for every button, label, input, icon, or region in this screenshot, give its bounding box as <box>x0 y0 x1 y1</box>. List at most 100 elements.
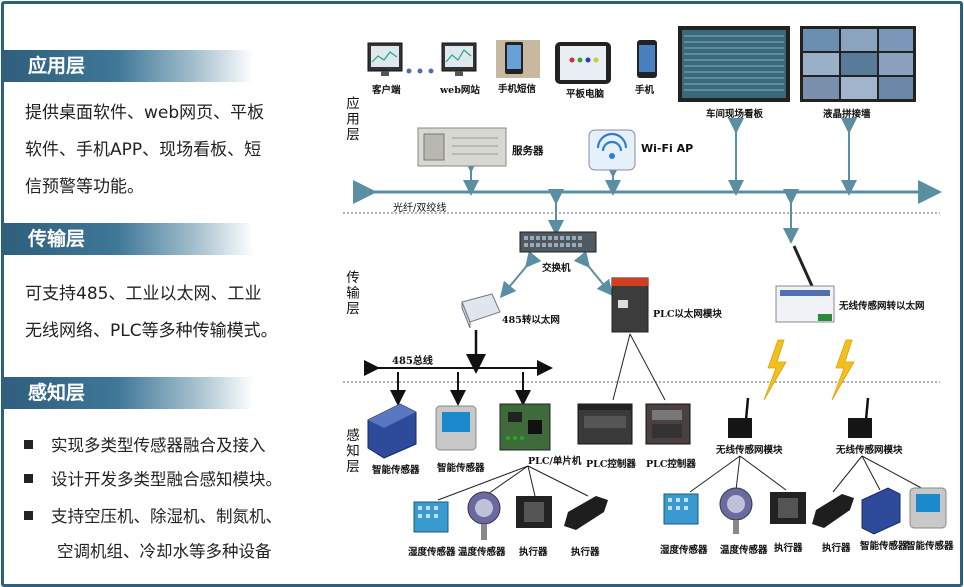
wall-label: 液晶拼接墙 <box>823 109 871 120</box>
fanout-line <box>527 465 589 497</box>
sms-label: 手机短信 <box>498 84 537 95</box>
app-layer-header: 应用层 <box>4 50 254 82</box>
smart-sensor-label: 智能传感器 <box>372 465 420 476</box>
actuator-label: 执行器 <box>519 547 548 558</box>
fanout-line <box>484 465 529 497</box>
sense-layer-header: 感知层 <box>4 377 254 409</box>
r485-converter-icon <box>461 293 501 329</box>
client-label: 客户端 <box>372 85 401 96</box>
app-desc-line: 信预警等功能。 <box>25 177 144 197</box>
humidity-sensor-label: 湿度传感器 <box>408 547 456 558</box>
humidity-sensor-icon <box>663 493 699 525</box>
trans-desc-line: 可支持485、工业以太网、工业 <box>25 284 262 304</box>
smart-sensor-label: 智能传感器 <box>906 541 954 552</box>
app-layer-description: 提供桌面软件、web网页、平板 软件、手机APP、现场看板、短 信预警等功能。 <box>25 95 330 206</box>
temperature-sensor-label: 温度传感器 <box>720 545 768 556</box>
layer-label-text: 传输层 <box>343 270 359 317</box>
app-desc-line: 软件、手机APP、现场看板、短 <box>25 140 262 160</box>
actuator-icon <box>770 492 806 524</box>
actuator-icon <box>564 496 608 530</box>
board-label: 车间现场看板 <box>706 109 764 120</box>
fanout-line <box>689 455 741 493</box>
sense-bullet-text: 支持空压机、除湿机、制氮机、 <box>51 507 282 526</box>
web-label: web网站 <box>440 85 480 96</box>
humidity-sensor-icon <box>413 501 449 533</box>
trans-layer-description: 可支持485、工业以太网、工业 无线网络、PLC等多种传输模式。 <box>25 276 330 350</box>
sense-bullet: 支持空压机、除湿机、制氮机、 <box>24 503 282 527</box>
client-monitor-icon <box>367 42 403 76</box>
actuator-icon <box>516 496 552 528</box>
plc-controller-label: PLC控制器 <box>586 459 636 470</box>
trans-layer-vertical-label: 传输层 <box>342 270 359 317</box>
sense-bullet: 实现多类型传感器融合及接入 <box>24 432 266 456</box>
r485-label: 485转以太网 <box>502 315 560 326</box>
bullet-square-icon <box>24 440 33 449</box>
plc-controller-label: PLC控制器 <box>646 459 696 470</box>
smart-sensor-icon <box>367 403 417 459</box>
actuator-label: 执行器 <box>822 543 851 554</box>
wifi-ap-icon <box>588 129 636 171</box>
wifi-label: Wi-Fi AP <box>641 142 694 155</box>
server-icon <box>417 127 507 167</box>
sense-bullet-continued: 空调机组、冷却水等多种设备 <box>57 542 272 561</box>
web-monitor-icon <box>441 42 477 76</box>
humidity-sensor-label: 湿度传感器 <box>660 545 708 556</box>
switch-to-485-link <box>499 250 542 299</box>
app-desc-line: 提供桌面软件、web网页、平板 <box>25 103 265 123</box>
plc-mcu-label: PLC/单片机 <box>528 456 582 467</box>
app-layer-vertical-label: 应用层 <box>342 96 359 143</box>
smart-sensor-icon <box>909 487 947 529</box>
wireless-signal-icon <box>763 339 787 401</box>
dot <box>417 68 423 74</box>
dot <box>428 68 434 74</box>
plc-line <box>612 333 631 401</box>
plc-module-label: PLC以太网模块 <box>653 309 722 320</box>
smart-sensor-icon <box>435 405 477 451</box>
plc-mcu-board-icon <box>499 403 551 451</box>
bus-label: 光纤/双绞线 <box>393 203 447 214</box>
fanout-line <box>735 455 741 491</box>
trans-layer-header: 传输层 <box>4 223 254 255</box>
wireless-gateway-icon <box>775 245 835 323</box>
temperature-sensor-icon <box>467 491 501 540</box>
sense-bullet-text: 实现多类型传感器融合及接入 <box>51 436 266 455</box>
trans-desc-line: 无线网络、PLC等多种传输模式。 <box>25 321 278 341</box>
smart-sensor-icon <box>861 487 901 535</box>
sms-phone-icon <box>496 40 540 78</box>
phone-label: 手机 <box>635 85 655 96</box>
server-label: 服务器 <box>512 145 544 157</box>
fanout-line <box>739 455 787 491</box>
layer-label-text: 感知层 <box>343 428 359 475</box>
plc-line <box>629 333 666 401</box>
sense-bullet: 设计开发多类型融合感知模块。 <box>24 466 282 490</box>
lcd-wall-icon <box>800 26 916 102</box>
bullet-square-icon <box>24 511 33 520</box>
temperature-sensor-icon <box>719 487 753 534</box>
layer-label-text: 应用层 <box>343 96 359 143</box>
fanout-line <box>527 465 536 497</box>
sense-bullet-text: 设计开发多类型融合感知模块。 <box>51 470 282 489</box>
wireless-module-icon <box>848 397 872 438</box>
bullet-square-icon <box>24 474 33 483</box>
fanout-line <box>437 465 529 501</box>
temperature-sensor-label: 温度传感器 <box>458 547 506 558</box>
wireless-module-icon <box>728 397 752 438</box>
workshop-board-icon <box>678 26 790 102</box>
fanout-line <box>832 455 863 493</box>
tablet-icon <box>555 42 611 84</box>
actuator-label: 执行器 <box>774 543 803 554</box>
tablet-label: 平板电脑 <box>566 89 605 100</box>
fanout-line <box>861 455 926 491</box>
actuator-icon <box>812 494 854 528</box>
bus485-label: 485总线 <box>392 356 433 367</box>
wireless-module-label: 无线传感网模块 <box>716 445 783 456</box>
dot <box>406 68 412 74</box>
wireless-module-label: 无线传感网模块 <box>836 445 903 456</box>
plc-controller-icon <box>577 403 633 445</box>
plc-ethernet-module-icon <box>611 277 649 333</box>
fanout-line <box>861 455 881 491</box>
wireless-signal-icon <box>831 339 855 401</box>
actuator-label: 执行器 <box>571 547 600 558</box>
mobile-phone-icon <box>637 40 657 78</box>
